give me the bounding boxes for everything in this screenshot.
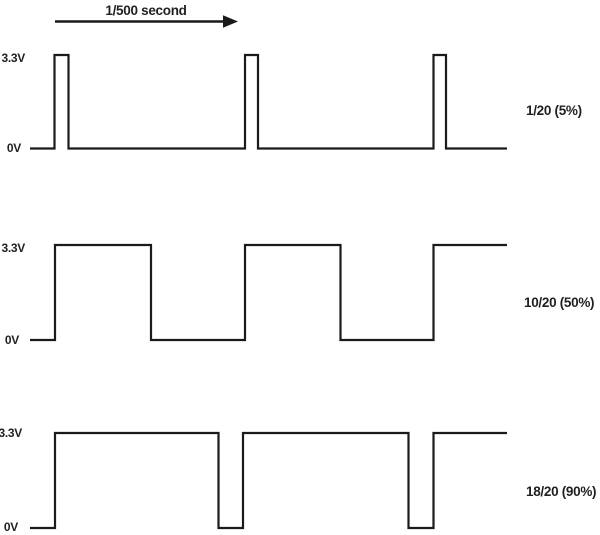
- low-voltage-label: 0V: [5, 333, 19, 347]
- duty-cycle-label: 1/20 (5%): [526, 103, 582, 118]
- high-voltage-label: 3.3V: [2, 241, 26, 255]
- duty-cycle-label: 18/20 (90%): [526, 484, 596, 499]
- duty-cycle-label: 10/20 (50%): [524, 295, 594, 310]
- low-voltage-label: 0V: [4, 520, 18, 534]
- period-arrow: 1/500 second: [55, 3, 238, 28]
- period-arrow-head: [223, 15, 238, 28]
- waveform-90-percent: 3.3V 0V 18/20 (90%): [0, 426, 597, 534]
- waveform-trace: [30, 53, 507, 150]
- waveform-50-percent: 3.3V 0V 10/20 (50%): [2, 241, 595, 347]
- high-voltage-label: 3.3V: [0, 426, 22, 440]
- waveform-trace: [30, 243, 507, 342]
- period-arrow-label: 1/500 second: [105, 3, 186, 18]
- low-voltage-label: 0V: [7, 141, 21, 155]
- waveform-trace: [30, 431, 507, 530]
- high-voltage-label: 3.3V: [2, 51, 26, 65]
- waveform-5-percent: 3.3V 0V 1/20 (5%): [2, 51, 583, 155]
